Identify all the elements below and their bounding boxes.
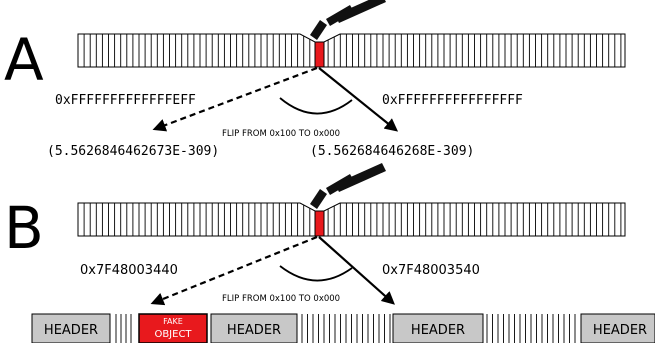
panel-b: B 0x7F48003440 0x7F48003540 FLIP FROM 0x… <box>4 163 655 343</box>
hammer-icon <box>310 163 386 209</box>
flip-label-b: FLIP FROM 0x100 TO 0x000 <box>222 294 340 304</box>
panel-b-letter: B <box>4 194 44 262</box>
header-label: HEADER <box>44 323 98 338</box>
fake-object-label-line2: OBJECT <box>154 329 192 340</box>
dram-row-outline <box>77 33 626 68</box>
flipped-bit-cell <box>314 210 325 237</box>
right-double-a: (5.562684646268E-309) <box>310 144 474 159</box>
fake-object-label-line1: FAKE <box>163 317 183 326</box>
flip-arc-b <box>279 265 353 282</box>
right-value-b: 0x7F48003540 <box>382 263 480 278</box>
left-value-b: 0x7F48003440 <box>80 263 178 278</box>
memory-layout: HEADER FAKE OBJECT HEADER HEADER HEADER <box>31 313 655 343</box>
header-block <box>392 313 484 343</box>
dram-row-b <box>77 202 626 237</box>
flip-arc-a <box>279 97 353 115</box>
panel-a-letter: A <box>4 26 44 94</box>
header-block <box>580 313 655 343</box>
header-label: HEADER <box>227 323 281 338</box>
dram-row-outline <box>77 202 626 237</box>
right-pointer-arrow-b <box>318 236 395 305</box>
data-stripes <box>115 314 132 343</box>
header-label: HEADER <box>593 323 647 338</box>
flip-label-a: FLIP FROM 0x100 TO 0x000 <box>222 129 340 139</box>
right-value-a: 0xFFFFFFFFFFFFFFFF <box>382 93 523 108</box>
flipped-bit-cell <box>314 41 325 68</box>
header-block <box>31 313 111 343</box>
dram-row-a <box>77 33 626 68</box>
hammer-icon <box>310 0 386 40</box>
header-block <box>210 313 298 343</box>
left-double-a: (5.5626846462673E-309) <box>47 144 219 159</box>
panel-a: A 0xFFFFFFFFFFFFFEFF 0xFFFFFFFFFFFFFFFF … <box>4 0 626 159</box>
data-stripes <box>301 314 391 343</box>
right-pointer-arrow-a <box>318 67 399 132</box>
left-pointer-arrow-a <box>152 66 318 132</box>
header-label: HEADER <box>411 323 465 338</box>
fake-object-block <box>138 313 208 343</box>
data-stripes <box>486 314 576 343</box>
left-value-a: 0xFFFFFFFFFFFFFEFF <box>55 93 196 108</box>
